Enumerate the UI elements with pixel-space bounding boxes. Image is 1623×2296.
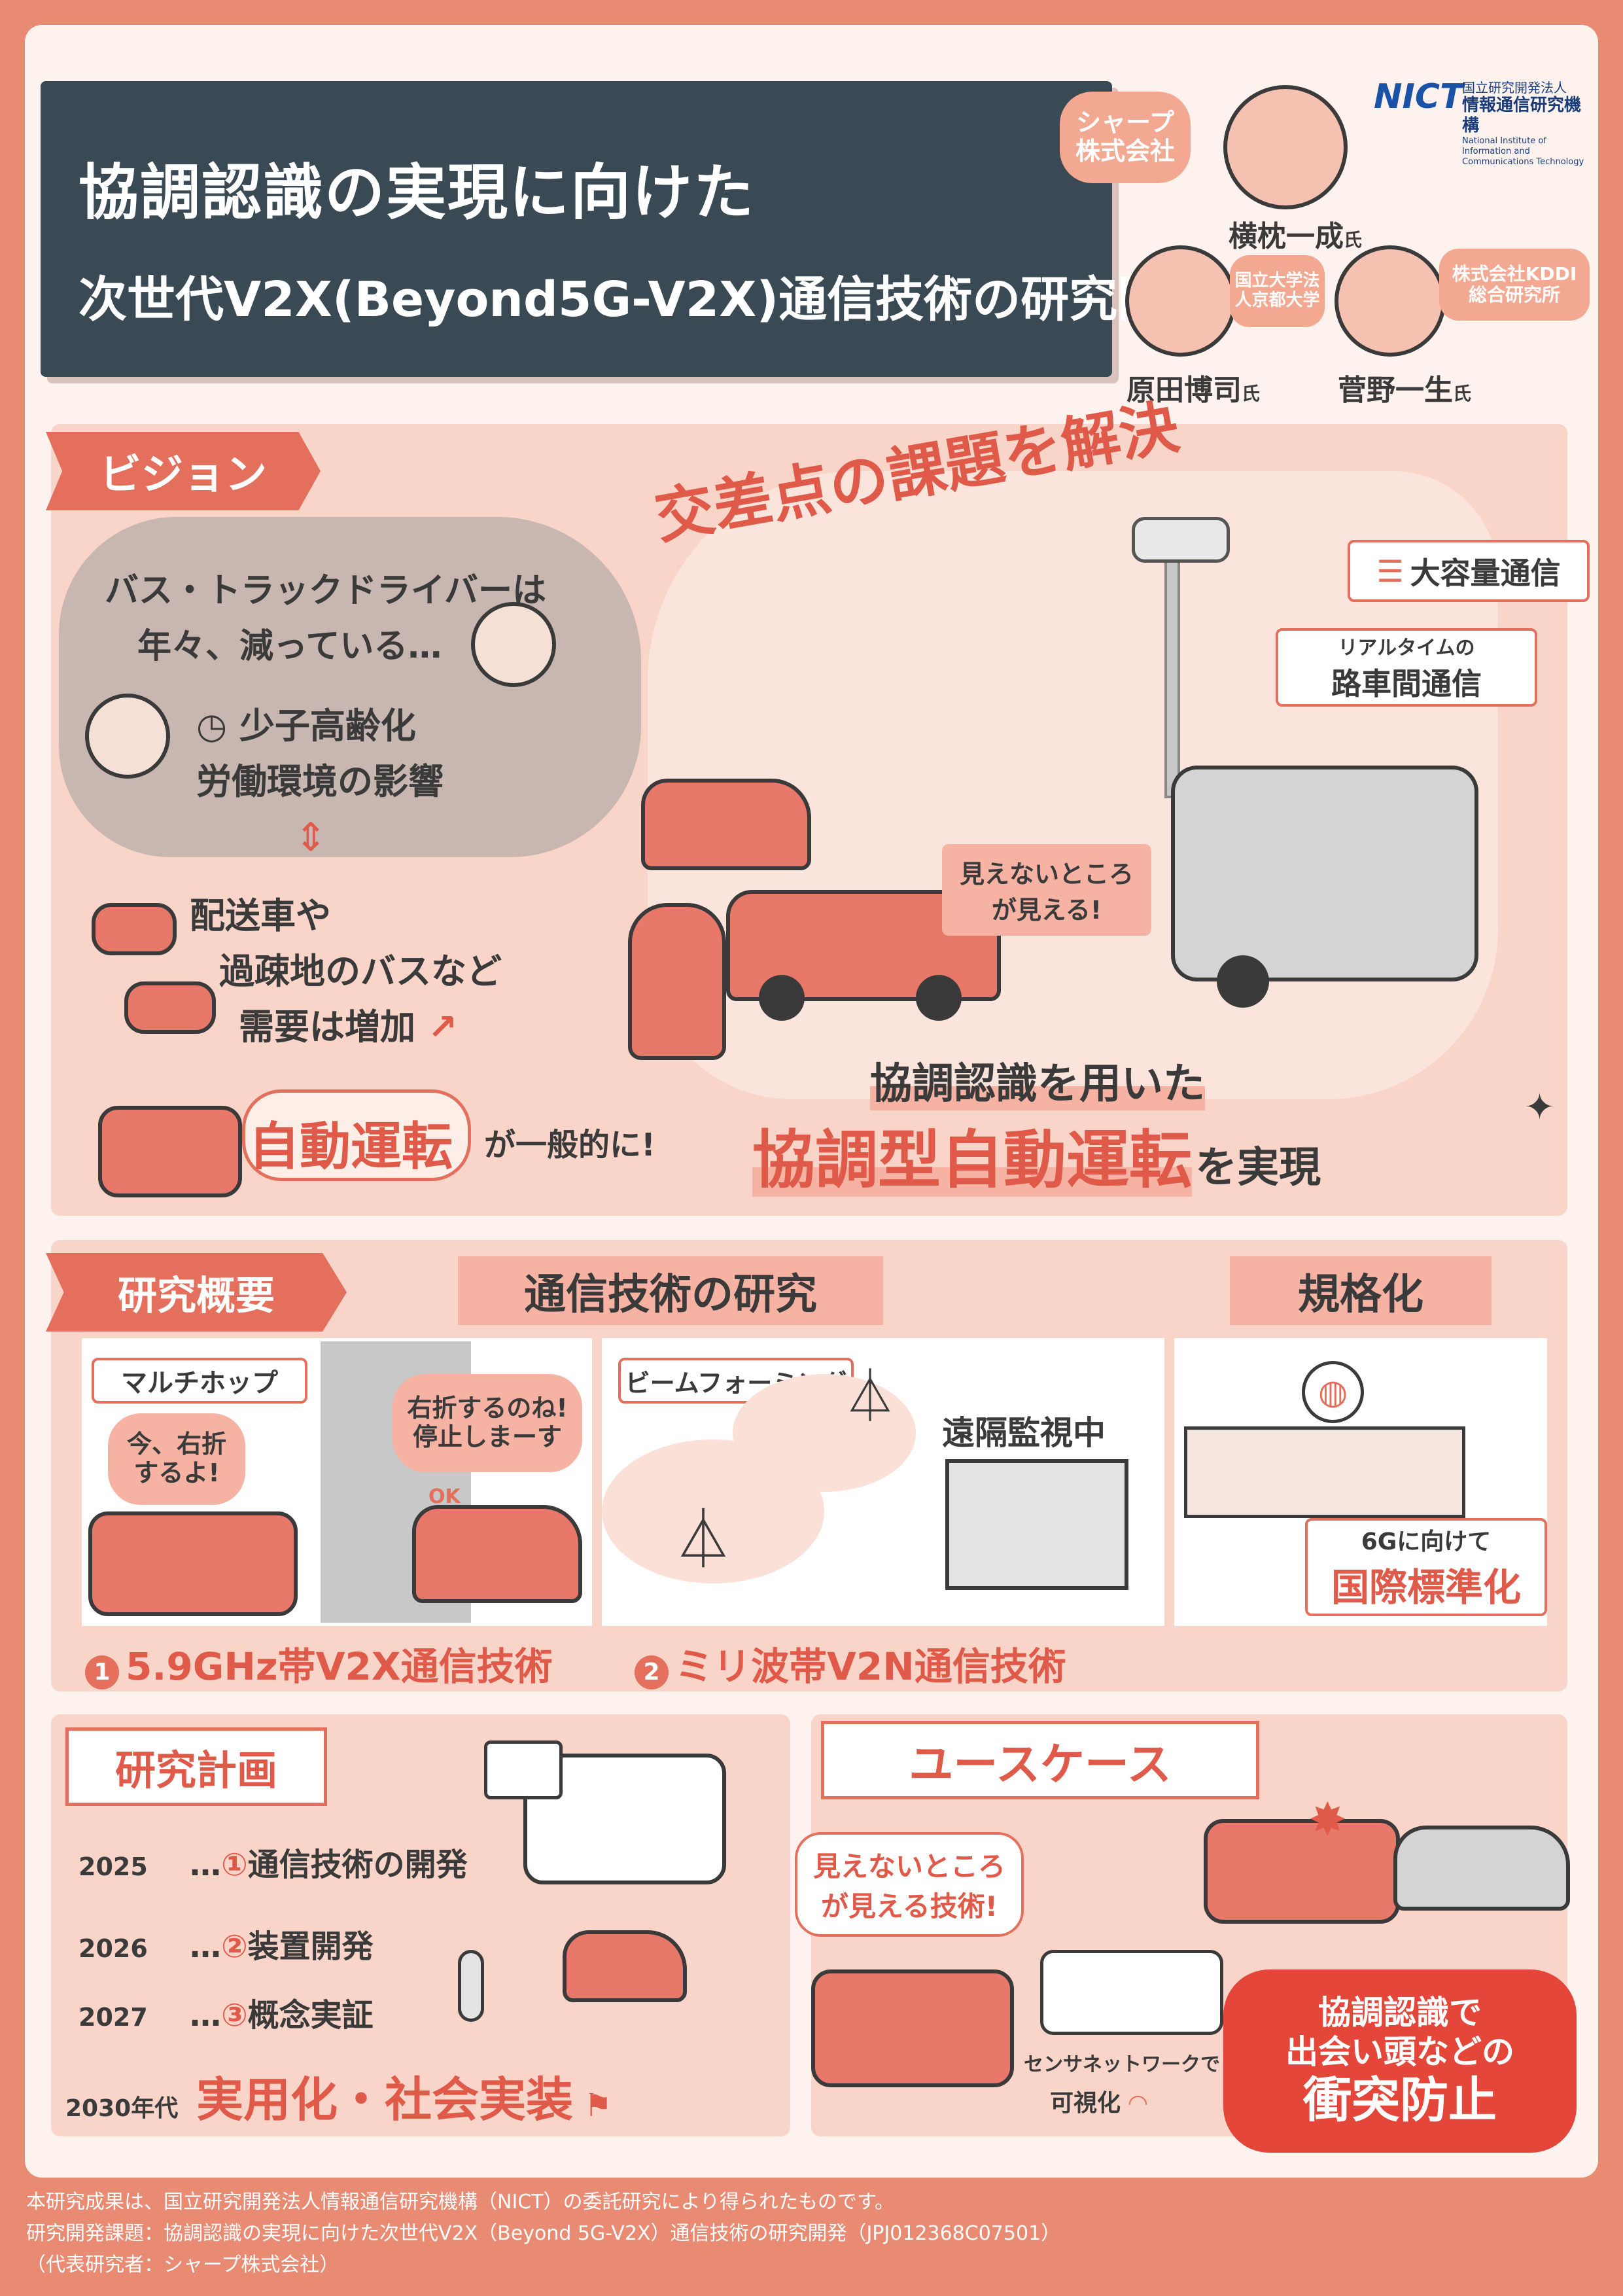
auto-burst [242,1089,471,1181]
bus-illustration [88,1511,298,1616]
sensor-text: センサネットワークで [1024,2053,1220,2076]
multihop-label: マルチホップ [92,1358,307,1404]
roadside-unit-icon [458,1950,484,2022]
tunnel-illustration [1040,1950,1223,2035]
vision-sub: 協調認識を用いた [870,1050,1205,1110]
pedestrians-illustration [628,903,726,1060]
demand-text: 過疎地のバスなど [219,951,502,992]
car-illustration [563,1930,687,2002]
truck-driver-illustration [471,602,556,687]
collision-icon: ✸ [1308,1793,1347,1846]
traffic-light-icon [1132,517,1230,563]
title-line1: 協調認識の実現に向けた [79,158,756,228]
std-title: 規格化 [1230,1256,1492,1325]
flag-icon: ⚑ [584,2087,612,2124]
traffic-light-pole [1164,523,1180,798]
chat-bubble-icon [484,1740,563,1799]
researcher-name: 原田博司氏 [1126,374,1261,407]
gray-car-illustration [1393,1826,1570,1911]
clock-icon: ◷ [196,705,228,747]
ok-label: OK [428,1485,461,1508]
plan-row: 2027…③概念実証 [79,1997,374,2034]
std-badge: 6Gに向けて国際標準化 [1305,1518,1547,1616]
car-illustration [412,1505,582,1603]
car-wheel [916,975,962,1021]
researcher-portrait [1335,245,1446,357]
bus-illustration [1204,1819,1400,1924]
arrow-up-icon: ↗ [427,1006,458,1048]
nict-name: 国立研究開発法人 情報通信研究機構 National Institute of … [1462,80,1584,167]
nict-logo: NICT [1374,77,1463,116]
delivery-bus-illustration [92,903,177,955]
usecase-speech: 見えないところが見える技術! [795,1832,1024,1937]
bus-illustration [811,1969,1014,2087]
reason-work: 労働環境の影響 [196,761,444,802]
data-stack-icon: ☰ [1376,553,1404,589]
auto-tail: が一般的に! [484,1127,655,1163]
title-board [41,81,1112,377]
usecase-badge: 協調認識で 出会い頭などの 衝突防止 [1223,1969,1577,2153]
demand-text: 需要は増加 ↗ [239,1006,458,1048]
plan-tag: 研究計画 [65,1727,327,1806]
bus-speech: 今、右折するよ! [108,1413,245,1505]
title-line2: 次世代V2X(Beyond5G-V2X)通信技術の研究開発 [79,272,1215,328]
main-tail: を実現 [1195,1144,1321,1192]
main-message: 協調型自動運転 を実現 [752,1109,1354,1197]
gray-bus-illustration [1171,766,1478,981]
bus-wheel [1217,955,1269,1008]
delivery-truck-illustration [124,981,216,1034]
antenna-tower-icon: ⏃ [674,1506,733,1574]
meeting-table-illustration [1184,1426,1465,1518]
car-speech: 右折するのね!停止しまーす [393,1374,582,1472]
badge-capacity: ☰大容量通信 [1348,540,1590,602]
researcher-name: 横枕一成氏 [1229,220,1363,253]
demand-text: 配送車や [190,895,331,936]
plan-row-final: 2030年代実用化・社会実装 ⚑ [65,2072,612,2127]
wifi-icon: ◠ [1128,2090,1147,2117]
double-arrow-icon: ⇕ [294,815,328,860]
comm-title: 通信技術の研究 [458,1256,883,1325]
sparkle-icon: ✦ [1524,1086,1555,1129]
footer-line: 本研究成果は、国立研究開発法人情報通信研究機構（NICT）の委託研究により得られ… [26,2191,894,2214]
reason-aging: ◷ 少子高齢化 [196,705,416,747]
org-bubble-sharp: シャープ株式会社 [1060,92,1191,183]
visibility-bubble: 見えないところが見える! [942,844,1151,936]
footer-line: （代表研究者：シャープ株式会社） [26,2253,340,2276]
overview-tag: 研究概要 [46,1253,347,1332]
auto-word: 自動運転 [249,1118,453,1176]
researcher-name: 菅野一生氏 [1338,374,1472,407]
researcher-portrait [1125,245,1236,357]
driver-text: バス・トラックドライバーは [105,571,546,610]
org-bubble-kddi: 株式会社KDDI総合研究所 [1439,249,1590,321]
plan-row: 2026…②装置開発 [79,1928,374,1965]
antenna-tower-icon: ⏃ [844,1366,896,1427]
plan-row: 2025…①通信技術の開発 [79,1846,468,1883]
bus-driver-illustration [85,694,170,779]
researcher-portrait [1223,85,1348,209]
main-word: 協調型自動運転 [752,1123,1192,1197]
globe-icon: ◍ [1302,1361,1364,1423]
usecase-tag: ユースケース [821,1721,1259,1799]
driver-text: 年々、減っている… [137,627,442,666]
beam-area [733,1374,916,1492]
car-wheel [759,975,805,1021]
footer-line: 研究開発課題：協調認識の実現に向けた次世代V2X（Beyond 5G-V2X）通… [26,2222,1061,2245]
org-bubble-kyoto: 国立大学法人京都大学 [1230,255,1325,327]
vision-tag: ビジョン [46,432,321,510]
driver-cloud [59,517,641,857]
autonomous-bus-illustration [98,1106,242,1197]
sensor-text: 可視化 ◠ [1050,2090,1147,2117]
red-suv-illustration [641,779,811,870]
remote-label: 遠隔監視中 [942,1414,1106,1452]
monitor-illustration [945,1459,1128,1590]
badge-realtime: リアルタイムの路車間通信 [1276,628,1537,707]
